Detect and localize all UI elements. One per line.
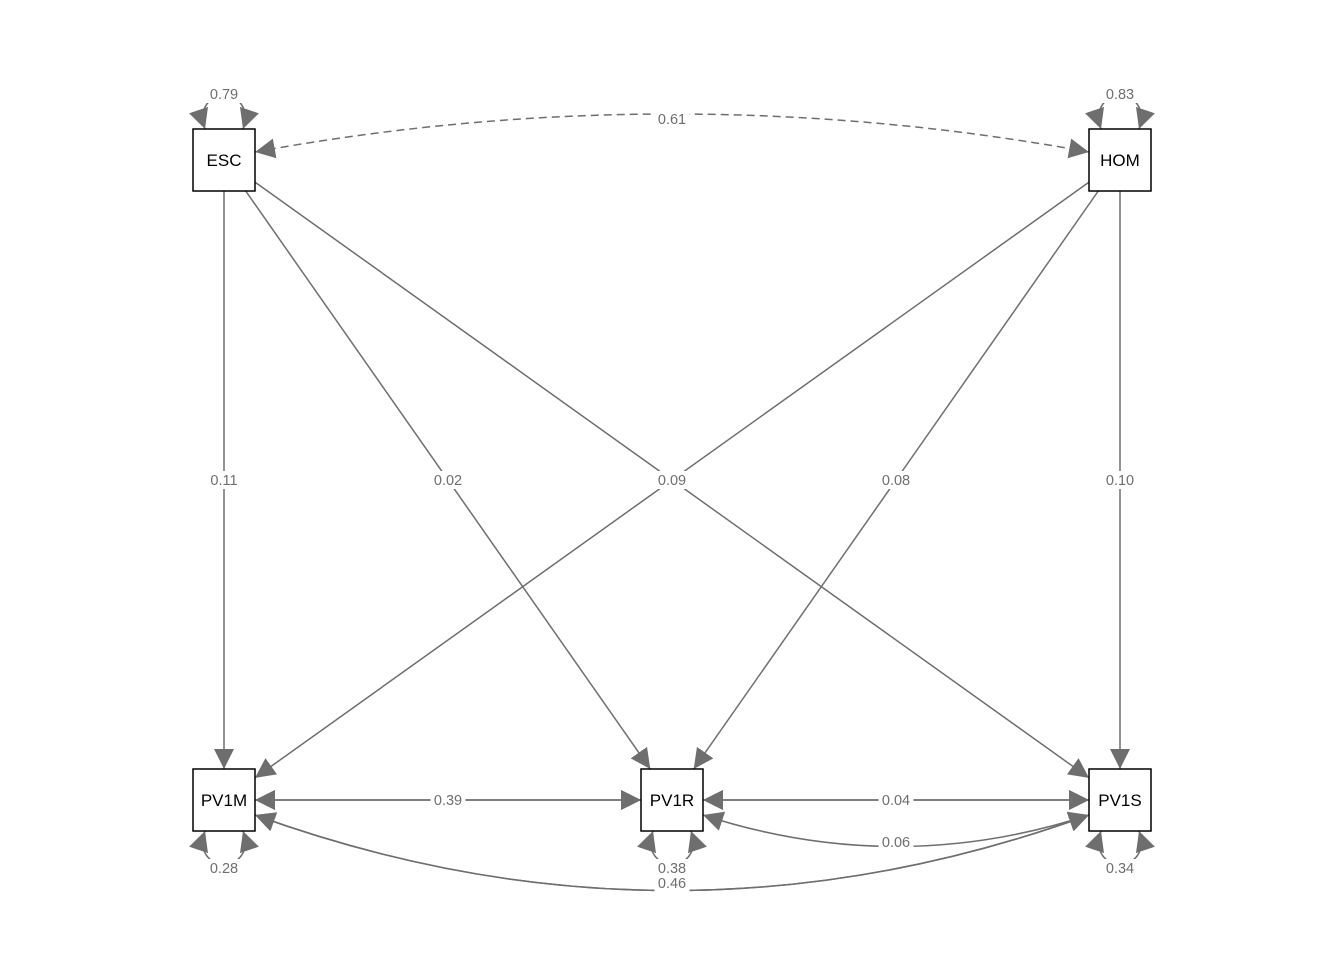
node-box-pv1s [1088,768,1152,832]
variance-label-pv1s-background [1102,859,1138,877]
variance-label-esc: 0.79 [210,87,238,103]
node-pv1s: PV1S [1088,768,1152,832]
path-label-hom-pv1r-group: 0.08 [878,471,914,489]
path-label-hom-pv1m: 0.09 [658,473,686,489]
variance-label-pv1r-background [654,859,690,877]
path-label-hom-pv1m-background [654,471,690,489]
node-hom: HOM [1088,128,1152,192]
covariance-label-pv1m-pv1s-7: 0.46 [658,876,686,892]
variance-label-esc-group: 0.79 [206,85,242,103]
node-label-esc: ESC [207,151,242,170]
covariance-label-pv1m-pv1r-2: 0.39 [434,793,462,809]
variance-label-hom: 0.83 [1106,87,1134,103]
node-pv1r: PV1R [640,768,704,832]
variance-label-pv1s: 0.34 [1106,861,1134,877]
node-pv1m: PV1M [192,768,256,832]
node-label-pv1m: PV1M [201,791,247,810]
variance-label-hom-group: 0.83 [1102,85,1138,103]
node-label-hom: HOM [1100,151,1140,170]
covariance-label-esc-hom-0: 0.61 [658,112,686,128]
variance-label-pv1m-background [206,859,242,877]
node-box-pv1r [640,768,704,832]
node-box-pv1m [192,768,256,832]
covariance-label-pv1r-pv1s-4: 0.04 [882,793,910,809]
variance-label-pv1m-group: 0.28 [206,859,242,877]
node-box-esc [192,128,256,192]
path-label-esc-pv1m: 0.11 [210,473,237,489]
path-label-hom-pv1s: 0.10 [1106,473,1134,489]
edge-labels-layer: 0.110.020.070.090.080.100.610.370.390.25… [206,85,1138,892]
node-label-pv1r: PV1R [650,791,694,810]
path-label-esc-pv1r-group: 0.02 [430,471,466,489]
variance-label-hom-background [1102,85,1138,103]
covariance-label-pv1r-pv1s-5: 0.06 [882,835,910,851]
covariance-label-pv1m-pv1s-7-background [654,874,690,892]
nodes-layer: ESC HOM PV1M PV1R PV1S [192,128,1152,832]
node-esc: ESC [192,128,256,192]
variance-label-esc-background [206,85,242,103]
covariance-label-esc-hom-0-group: 0.61 [654,110,690,128]
covariance-label-pv1r-pv1s-5-background [878,833,914,851]
covariance-label-pv1r-pv1s-4-group: 0.04 [878,791,914,809]
path-label-esc-pv1r-background [430,471,466,489]
node-label-pv1s: PV1S [1098,791,1141,810]
variance-label-pv1m: 0.28 [210,861,238,877]
path-label-hom-pv1r: 0.08 [882,473,910,489]
variance-label-pv1r-group: 0.38 [654,859,690,877]
covariance-label-pv1r-pv1s-4-background [878,791,914,809]
variance-label-pv1r: 0.38 [658,861,686,877]
covariance-label-pv1r-pv1s-5-group: 0.06 [878,833,914,851]
path-label-hom-pv1m-group: 0.09 [654,471,690,489]
path-label-esc-pv1m-background [206,471,242,489]
path-label-hom-pv1s-background [1102,471,1138,489]
covariance-label-pv1m-pv1r-2-group: 0.39 [430,791,466,809]
variance-label-pv1s-group: 0.34 [1102,859,1138,877]
covariance-label-esc-hom-0-background [654,110,690,128]
node-box-hom [1088,128,1152,192]
path-label-esc-pv1r: 0.02 [434,473,462,489]
path-label-hom-pv1s-group: 0.10 [1102,471,1138,489]
covariance-label-pv1m-pv1s-7-group: 0.46 [654,874,690,892]
path-label-hom-pv1r-background [878,471,914,489]
path-label-esc-pv1m-group: 0.11 [206,471,242,489]
covariance-label-pv1m-pv1r-2-background [430,791,466,809]
